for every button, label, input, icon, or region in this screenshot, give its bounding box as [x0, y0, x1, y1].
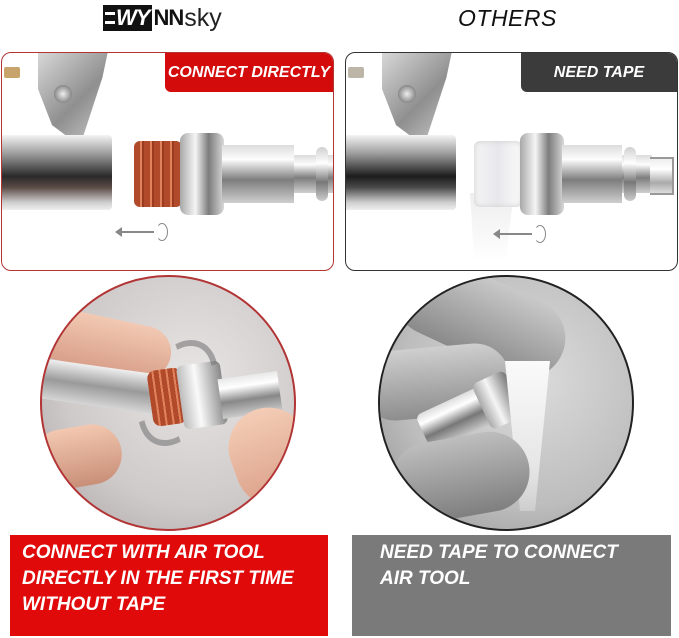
screw-in-arrow-icon [493, 225, 546, 243]
lightning-icon [105, 12, 115, 24]
brand-logo: WY NN sky [103, 4, 222, 32]
brand-logo-light: sky [184, 3, 222, 32]
need-tape-tag: NEED TAPE [521, 53, 677, 92]
caption-right-line-1: NEED TAPE TO CONNECT [380, 542, 618, 563]
screw-in-arrow-icon [115, 223, 168, 241]
others-heading: OTHERS [458, 5, 557, 31]
caption-left-line-1: CONNECT WITH AIR TOOL [22, 542, 265, 563]
caption-left: CONNECT WITH AIR TOOL DIRECTLY IN THE FI… [10, 535, 328, 636]
white-tape-wrap [474, 141, 522, 207]
install-with-pliers-photo [40, 275, 296, 531]
air-tool-coupler-image [2, 53, 114, 223]
red-thread-sealant [134, 141, 182, 207]
caption-left-line-3: WITHOUT TAPE [22, 594, 166, 615]
brand-logo-mark: WY [103, 5, 153, 31]
product-comparison-panel-right: NEED TAPE [345, 52, 678, 271]
caption-right: NEED TAPE TO CONNECT AIR TOOL [352, 535, 671, 636]
connect-directly-tag: CONNECT DIRECTLY [165, 53, 333, 92]
product-comparison-panel-left: CONNECT DIRECTLY [1, 52, 334, 271]
caption-right-line-2: AIR TOOL [380, 568, 471, 589]
brand-logo-bold: NN [153, 5, 184, 30]
air-tool-coupler-image [346, 53, 458, 223]
caption-left-line-2: DIRECTLY IN THE FIRST TIME [22, 568, 294, 589]
wrapping-tape-photo [378, 275, 634, 531]
